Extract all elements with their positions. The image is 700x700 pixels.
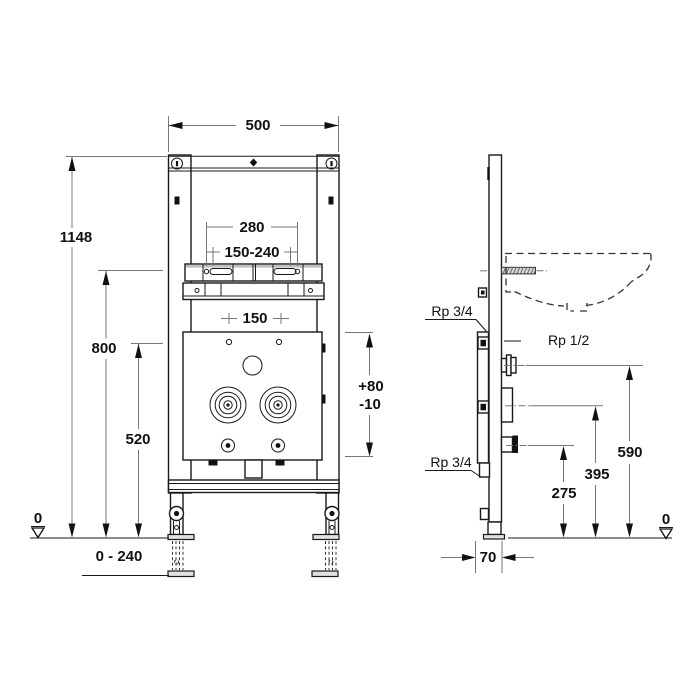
dim-plate-height-label: 520 [125,431,150,448]
dim-rail-height-label: 800 [91,340,116,357]
rp-middle-label: Rp 1/2 [548,332,589,348]
top-center-mark [249,158,258,167]
bottom-member [167,479,340,494]
datum-right-label: 0 [662,511,670,528]
dim-depth-label: 70 [480,549,497,566]
datum-triangle-left [30,527,46,539]
datum-triangle-right [658,528,674,540]
screw-hole-right [271,438,285,453]
dim-hole-spacing-label: 280 [239,219,264,236]
screw-hole-left [221,438,235,453]
water-connection-right [259,386,297,424]
dim-tap-spacing-label: 150 [242,310,267,327]
front-view-mounting-plate [182,331,323,479]
fixing-hole-right [294,268,301,275]
water-connection-left [209,386,247,424]
dim-foot-range-label: 0 - 240 [96,548,143,565]
side-manifold [476,331,490,464]
mounting-plate [182,331,323,461]
right-foot-plate [312,533,340,541]
left-foot-plate [167,533,195,541]
drain-opening [242,355,263,376]
manifold-lower-tab [478,462,491,478]
front-view-rail-assembly [182,263,325,301]
connection-275 [500,435,518,453]
side-foot-plate [482,533,506,540]
plate-hole-right [275,338,283,346]
side-frame-body [488,154,503,523]
rp-bottom-label: Rp 3/4 [430,454,471,470]
right-foot-plate-extended [311,570,339,578]
side-view-dimensions: Rp 3/4 Rp 1/2 Rp 3/4 590 395 275 [425,303,674,573]
washbasin-outline [505,252,652,312]
dim-590-label: 590 [617,444,642,461]
plate-hole-left [225,338,233,346]
dim-adjust-minus-label: -10 [359,396,381,413]
front-view-dimensions: 500 1148 800 520 280 [30,116,384,576]
rp-top-label: Rp 3/4 [431,303,472,319]
dim-total-height-label: 1148 [60,229,93,246]
top-bolt-right [325,157,338,170]
fixing-slot-right [273,268,297,275]
dim-width-label: 500 [245,117,270,134]
dim-adjust-plus-label: +80 [358,378,383,395]
top-bolt-left [171,157,183,170]
side-leg-clip [479,507,490,521]
fixing-slot-left [209,268,233,275]
plate-bottom-tab [244,459,263,479]
dim-395-label: 395 [584,466,609,483]
left-foot-plate-extended [167,570,195,578]
dim-fixing-range-label: 150-240 [224,244,279,261]
dim-275-label: 275 [551,485,576,502]
side-foot [487,521,502,536]
lower-fixing-rail [182,282,325,301]
fixing-hole-left [203,268,210,275]
front-view-feet [167,492,340,578]
connection-395 [500,387,514,423]
datum-left-label: 0 [34,510,42,527]
